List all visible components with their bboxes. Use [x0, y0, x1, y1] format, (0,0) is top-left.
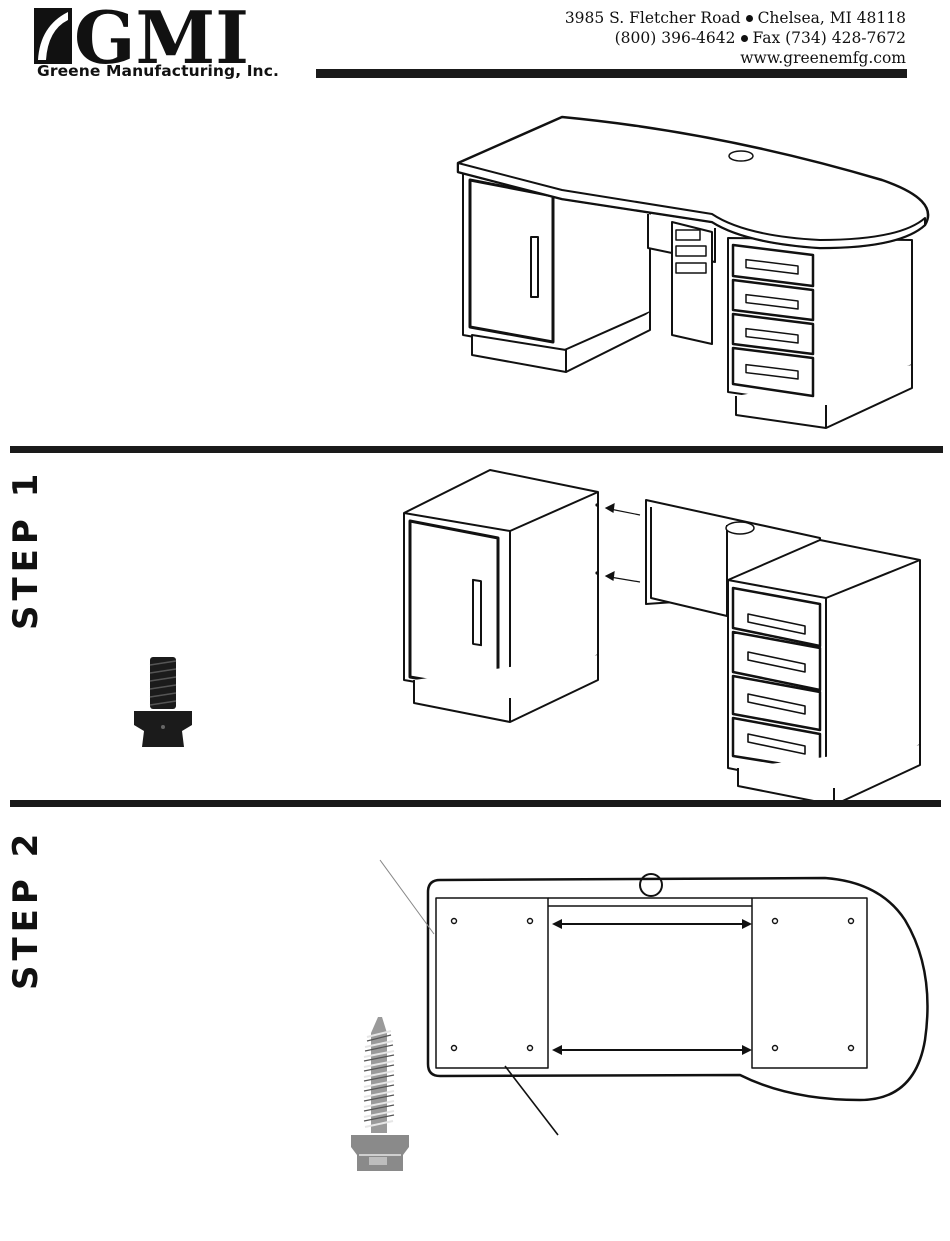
step-2-underside-drawing	[0, 0, 950, 1241]
